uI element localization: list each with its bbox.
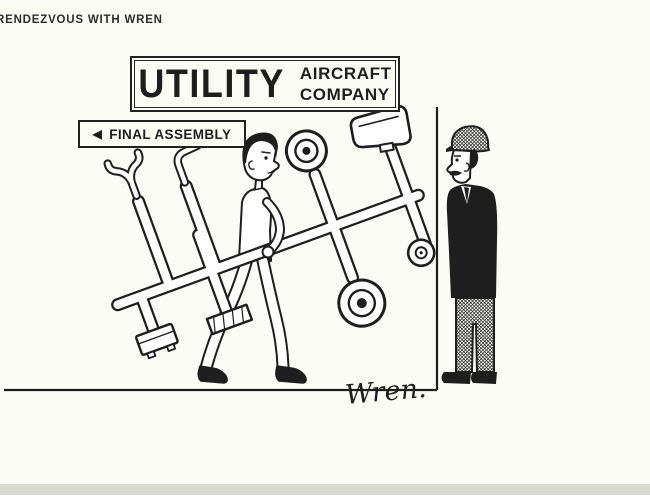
wheel-part-bottom (337, 278, 387, 328)
factory-sign-brand: UTILITY (138, 60, 285, 106)
observer-left-shoe (441, 372, 471, 384)
factory-sign-subtitle: AIRCRAFT COMPANY (300, 63, 392, 106)
observer-back-hair (471, 149, 479, 169)
factory-sign-line1: AIRCRAFT (299, 63, 392, 83)
standing-observer (441, 125, 498, 384)
observer-cap (450, 125, 490, 153)
hatched-strip-part (205, 303, 254, 336)
worker-ear (248, 160, 255, 170)
observer-trousers (455, 297, 495, 373)
left-arrow-icon: ◀ (92, 127, 103, 141)
cartoon-strip-title: RENDEZVOUS WITH WREN (0, 14, 163, 26)
observer-tie (464, 187, 469, 203)
observer-ear (463, 162, 470, 172)
worker-collar-line (253, 187, 264, 191)
artist-signature: Wren. (344, 373, 428, 411)
worker-eyebrow (261, 151, 271, 154)
room-lines (4, 107, 439, 392)
worker-back-shoe (197, 365, 228, 384)
scan-edge-white (0, 495, 650, 501)
scan-edge-band (0, 484, 650, 495)
factory-sign-line2: COMPANY (299, 85, 390, 104)
walking-worker-arm (261, 197, 286, 259)
claw-part-fill (105, 150, 142, 198)
factory-sign: UTILITY AIRCRAFT COMPANY (130, 56, 400, 112)
observer-jacket (446, 184, 498, 298)
observer-eye (455, 158, 459, 162)
cowling-part (349, 105, 412, 153)
block-part (134, 322, 179, 360)
wheel-part-small (406, 238, 436, 268)
final-assembly-label: FINAL ASSEMBLY (109, 126, 232, 142)
worker-hair (242, 132, 278, 163)
observer-mustache (449, 170, 462, 176)
observer-face (446, 149, 472, 184)
final-assembly-sign: ◀ FINAL ASSEMBLY (78, 120, 246, 148)
worker-front-shoe (275, 365, 307, 384)
parts-sprue (103, 105, 436, 360)
observer-cap-brim (446, 145, 452, 152)
wheel-part-top (284, 129, 328, 173)
worker-eye (264, 156, 268, 160)
worker-hand (261, 245, 275, 259)
observer-right-shoe (471, 372, 497, 384)
worker-mouth (267, 171, 275, 174)
worker-arm-fill (264, 199, 284, 253)
